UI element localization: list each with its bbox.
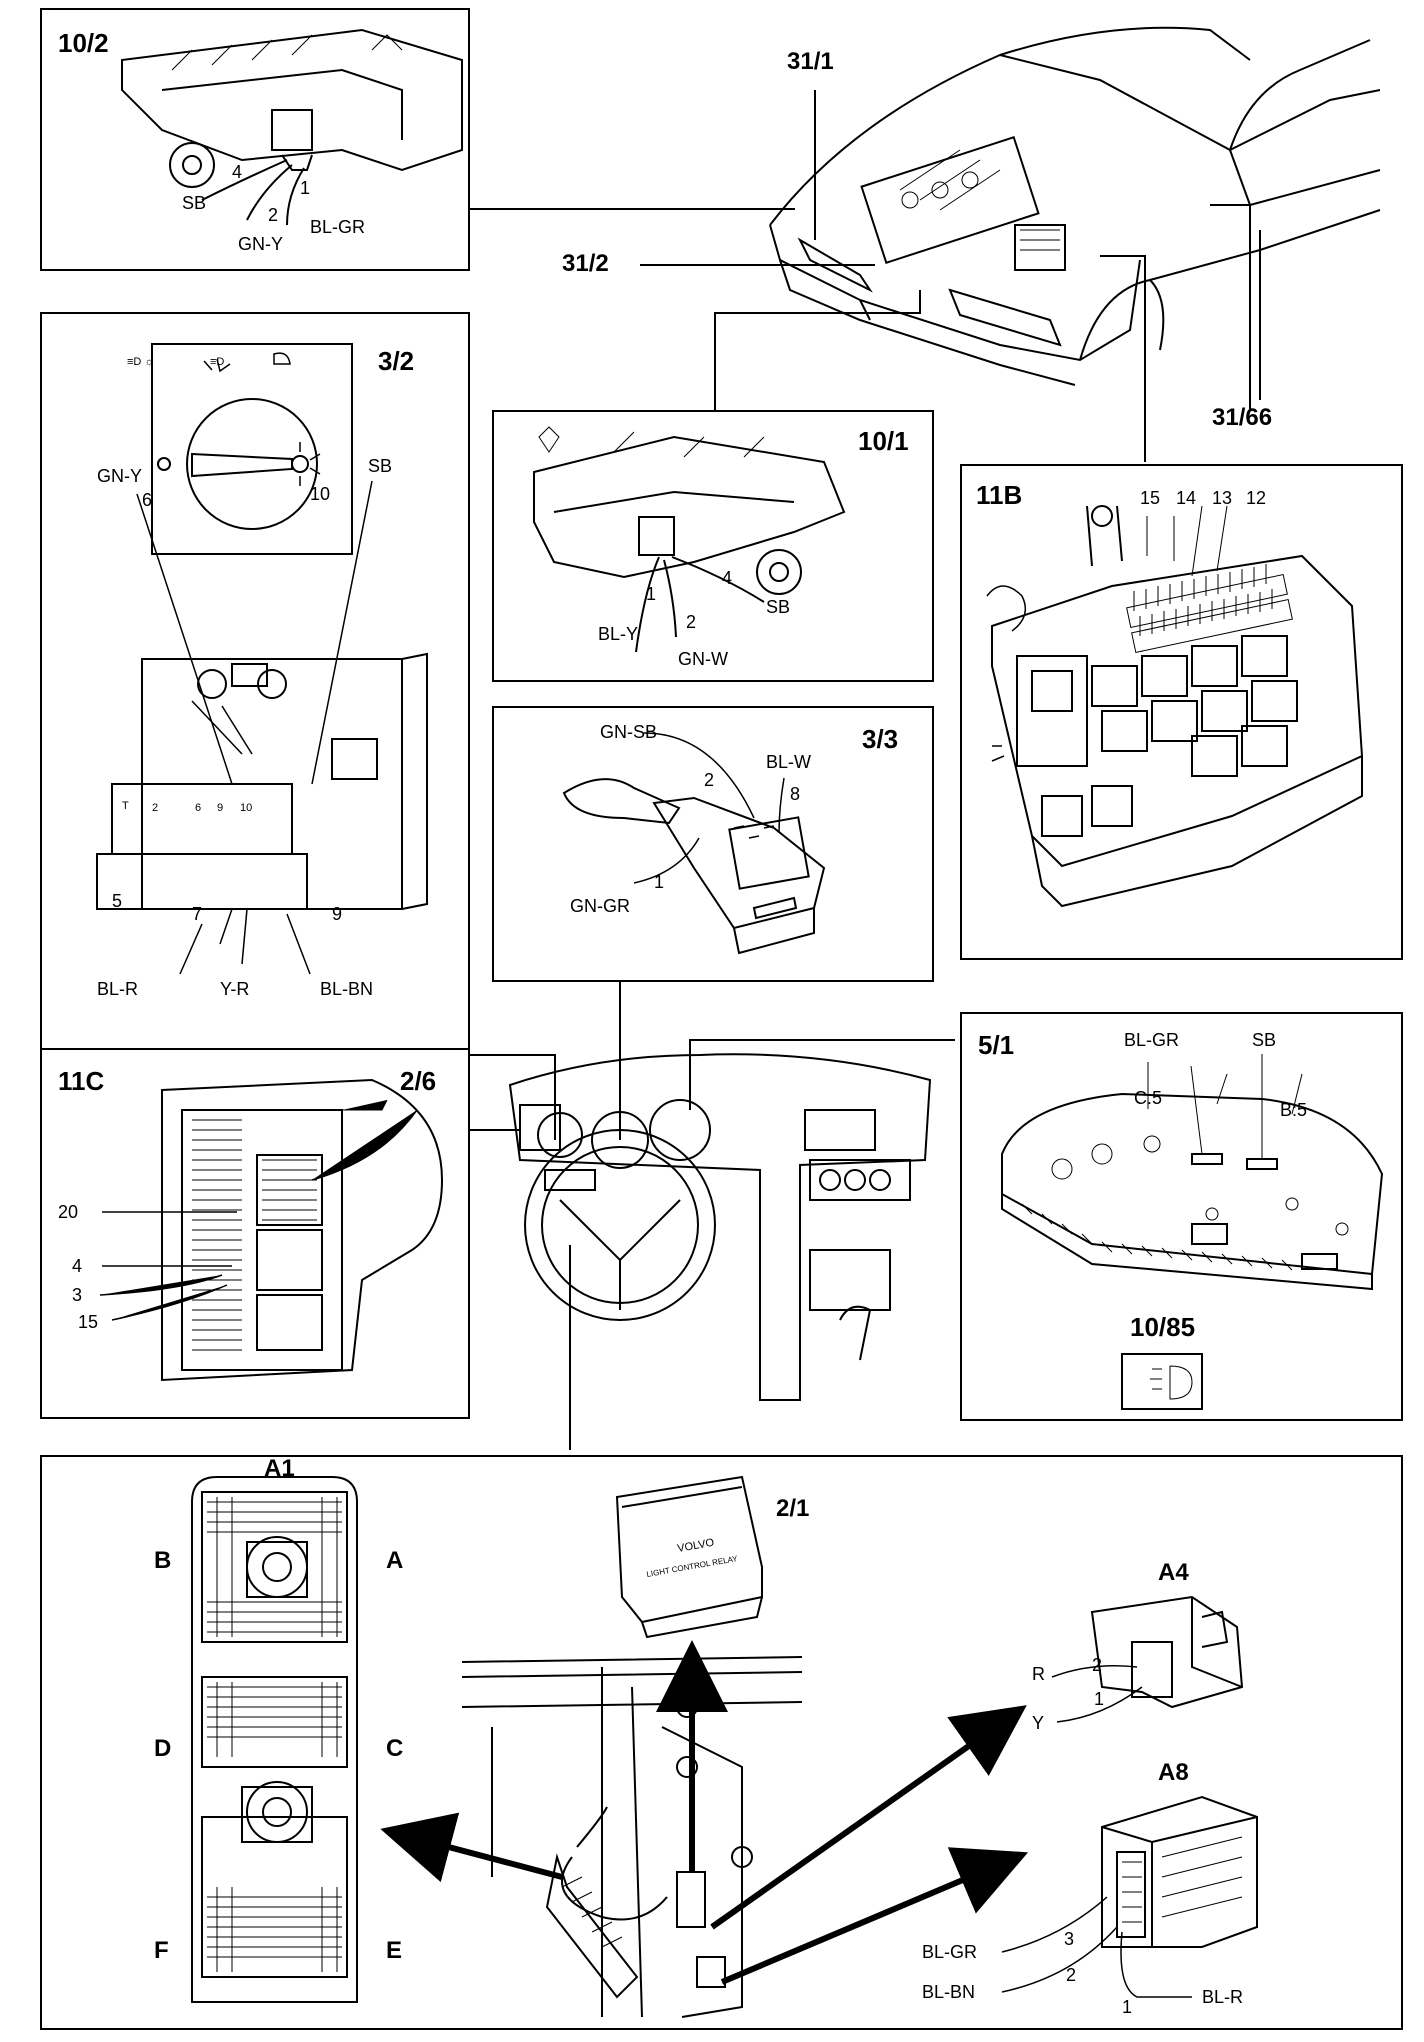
a8-wire-bl-r: BL-R [1202, 1987, 1244, 2007]
panel-3-3: 3/3 GN-SB 2 BL-W 8 1 GN-GR [492, 706, 934, 982]
a8-pin-3: 3 [1064, 1929, 1075, 1949]
a8-pin-1: 1 [1122, 1997, 1133, 2017]
wire-gn-w: GN-W [678, 649, 728, 669]
pin-8: 8 [790, 784, 801, 804]
connector-detail-drawing: VOLVO LIGHT CONTROL RELAY [191, 1475, 1258, 2018]
pin-2: 2 [704, 770, 715, 790]
connector-b5: B:5 [1280, 1100, 1308, 1120]
connector-a1-label: A1 [264, 1455, 295, 1482]
panel-10-2: 10/2 4 2 1 SB GN-Y BL-GR [40, 8, 470, 271]
wire-sb: SB [368, 456, 393, 476]
svg-text:6: 6 [195, 802, 201, 814]
headlight-unit-drawing [121, 28, 463, 226]
panel-title: 11C [58, 1066, 105, 1096]
panel-11c: 11C 2/6 20 4 3 15 [40, 1048, 470, 1419]
wire-gn-y: GN-Y [97, 466, 142, 486]
a4-pin-1: 1 [1094, 1689, 1105, 1709]
wire-bl-y: BL-Y [598, 624, 639, 644]
wire-sb: SB [1252, 1030, 1277, 1050]
pin-13: 13 [1212, 488, 1233, 508]
wire-sb: SB [182, 193, 207, 213]
wire-bl-gr: BL-GR [310, 217, 366, 237]
wire-gn-y: GN-Y [238, 234, 283, 254]
panel-11b: 11B 15 14 13 12 [960, 464, 1403, 960]
wire-bl-bn: BL-BN [320, 979, 374, 999]
pin-5: 5 [112, 891, 123, 911]
wire-bl-r: BL-R [97, 979, 139, 999]
panel-title: 5/1 [978, 1030, 1015, 1060]
ref-31-66: 31/66 [1212, 404, 1273, 431]
wire-y-r: Y-R [220, 979, 250, 999]
pin-4: 4 [232, 162, 243, 182]
connector-c5: C:5 [1134, 1088, 1163, 1108]
panel-10-1: 10/1 1 2 4 BL-Y GN-W SB [492, 410, 934, 682]
a8-wire-bl-gr: BL-GR [922, 1942, 978, 1962]
a1-section-a: A [386, 1547, 404, 1574]
pin-9: 9 [332, 904, 343, 924]
pin-1: 1 [646, 584, 657, 604]
light-switch-drawing: ≡D ☼ ≡D T 2 6 9 10 [96, 343, 428, 975]
wire-gn-gr: GN-GR [570, 896, 630, 916]
relay-2-1-label: 2/1 [776, 1495, 810, 1522]
panel-title: 10/2 [58, 28, 109, 58]
svg-text:9: 9 [217, 802, 223, 814]
panel-title: 3/3 [862, 724, 899, 754]
pin-6: 6 [142, 490, 153, 510]
fuse-relay-box-drawing [986, 505, 1364, 908]
central-electrical-unit-drawing [99, 1078, 444, 1382]
svg-text:2: 2 [152, 802, 158, 814]
fog-light-symbol-icon: ≡D ☼ [127, 356, 155, 368]
a1-section-e: E [386, 1937, 403, 1964]
a8-pin-2: 2 [1066, 1965, 1077, 1985]
svg-text:T: T [122, 800, 129, 812]
headlight-symbol-icon: ≡D [210, 356, 224, 368]
pin-10: 10 [310, 484, 331, 504]
wire-sb: SB [766, 597, 791, 617]
a4-wire-y: Y [1032, 1713, 1045, 1733]
pin-14: 14 [1176, 488, 1197, 508]
panel-3-2: 3/2 ≡D ☼ ≡D T 2 6 9 10 [40, 312, 470, 1087]
panel-5-1: 5/1 BL-GR SB C:5 B:5 10/85 [960, 1012, 1403, 1421]
stalk-switch-drawing [562, 732, 826, 955]
a4-pin-2: 2 [1092, 1655, 1103, 1675]
a1-section-d: D [154, 1735, 172, 1762]
wire-bl-gr: BL-GR [1124, 1030, 1180, 1050]
a8-wire-bl-bn: BL-BN [922, 1982, 976, 2002]
pin-7: 7 [192, 904, 203, 924]
ref-31-2: 31/2 [562, 250, 609, 277]
a1-section-f: F [154, 1937, 169, 1964]
a4-wire-r: R [1032, 1664, 1045, 1684]
a1-section-b: B [154, 1547, 172, 1574]
pin-4: 4 [72, 1256, 83, 1276]
panel-title: 11B [976, 480, 1023, 510]
a1-section-c: C [386, 1735, 404, 1762]
wire-bl-w: BL-W [766, 752, 811, 772]
svg-text:VOLVO: VOLVO [676, 1537, 715, 1555]
pin-15: 15 [1140, 488, 1161, 508]
svg-text:LIGHT CONTROL RELAY: LIGHT CONTROL RELAY [646, 1554, 739, 1579]
pin-12: 12 [1246, 488, 1267, 508]
panel-subref: 10/85 [1130, 1312, 1196, 1342]
pin-4: 4 [722, 568, 733, 588]
instrument-cluster-drawing [1001, 1054, 1384, 1410]
ref-31-1: 31/1 [787, 48, 834, 75]
connector-a4-label: A4 [1158, 1559, 1189, 1586]
svg-text:10: 10 [240, 802, 252, 814]
pin-3: 3 [72, 1285, 83, 1305]
pin-2: 2 [686, 612, 697, 632]
pin-2: 2 [268, 205, 279, 225]
panel-title: 3/2 [378, 346, 415, 376]
connector-a8-label: A8 [1158, 1759, 1189, 1786]
pin-15: 15 [78, 1312, 99, 1332]
panel-bottom-connectors: VOLVO LIGHT CONTROL RELAY A1 B A D C F E… [40, 1455, 1403, 2030]
headlight-unit-drawing [533, 426, 846, 653]
pin-1: 1 [300, 178, 311, 198]
pin-1: 1 [654, 872, 665, 892]
wire-gn-sb: GN-SB [600, 722, 658, 742]
pin-20: 20 [58, 1202, 79, 1222]
panel-title: 10/1 [858, 426, 909, 456]
panel-subref: 2/6 [400, 1066, 437, 1096]
